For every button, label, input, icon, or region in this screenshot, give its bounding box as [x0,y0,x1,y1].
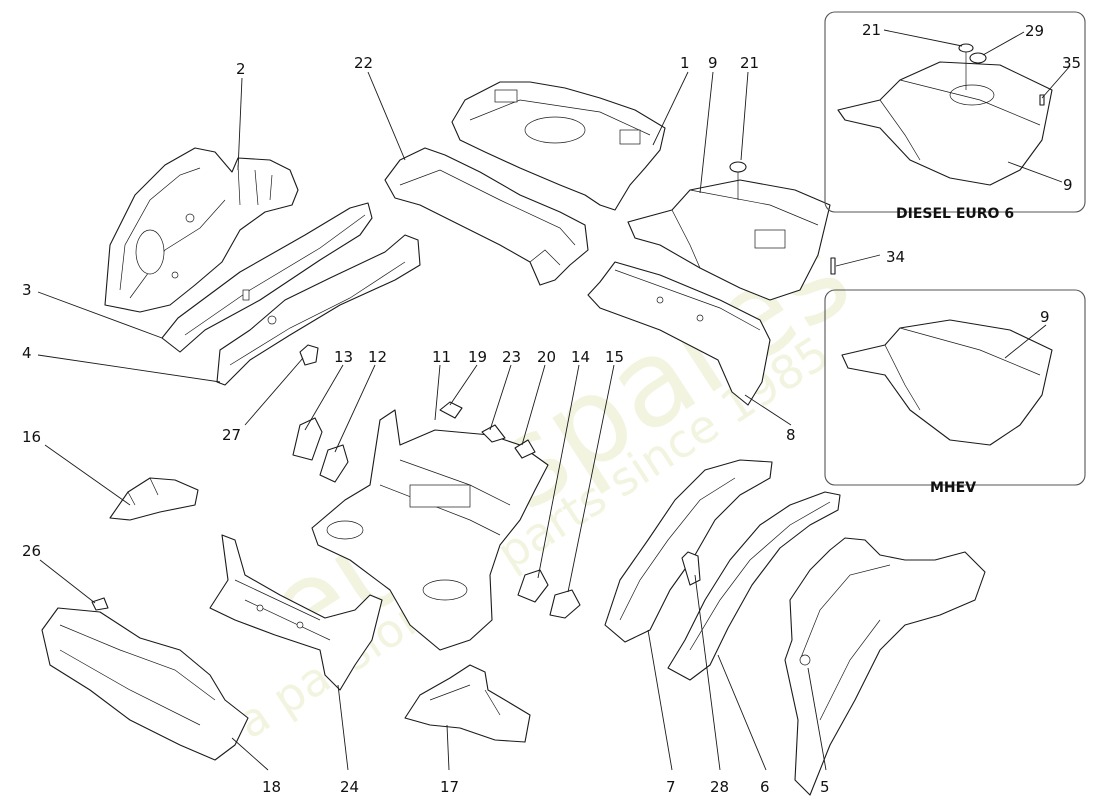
part-34-pin [830,257,836,275]
callout-24: 24 [340,778,359,796]
part-4-side-rail [216,234,421,386]
callout-23: 23 [502,348,521,366]
callout-21-diesel: 21 [862,21,881,39]
callout-1: 1 [680,54,690,72]
callout-5: 5 [820,778,830,796]
part-6-inner-arch [667,491,841,681]
callout-34: 34 [886,248,905,266]
part-19-bracket [439,401,463,419]
inset-diesel-euro6: DIESEL EURO 6 [824,11,1086,222]
part-13-bracket [292,417,323,461]
part-27-clip [299,344,319,366]
part-26-bracket [91,597,109,611]
part-5-rear-wheelhouse [784,537,986,796]
callout-15: 15 [605,348,624,366]
part-17-tunnel-bracket [404,664,531,743]
part-16-bracket [109,477,199,521]
callout-12: 12 [368,348,387,366]
part-22-cross-member [384,147,589,286]
part-21-cap [729,161,747,200]
part-8-rear-cross-member [587,261,771,406]
part-18-lower-panel [41,607,249,761]
callout-11: 11 [432,348,451,366]
callout-19: 19 [468,348,487,366]
callout-13: 13 [334,348,353,366]
callout-20: 20 [537,348,556,366]
callout-9-diesel: 9 [1063,176,1073,194]
callout-14: 14 [571,348,590,366]
part-1-rear-shelf [451,81,666,211]
callout-21-main: 21 [740,54,759,72]
callout-3: 3 [22,281,32,299]
callout-35: 35 [1062,54,1081,72]
inset-title-diesel: DIESEL EURO 6 [896,206,1014,222]
callout-9-main: 9 [708,54,718,72]
callout-16: 16 [22,428,41,446]
callout-7: 7 [666,778,676,796]
part-9-spare-wheel-tub [627,179,831,301]
part-7-wheel-arch [604,459,773,643]
leader-lines [37,29,1071,771]
part-24-center-member [209,534,383,691]
part-11-rear-floor [311,409,549,651]
callout-4: 4 [22,344,32,362]
part-14-bracket [517,569,549,603]
callout-8: 8 [786,426,796,444]
callout-18: 18 [262,778,281,796]
callout-6: 6 [760,778,770,796]
callout-29: 29 [1025,22,1044,40]
callout-28: 28 [710,778,729,796]
callout-27: 27 [222,426,241,444]
callout-26: 26 [22,542,41,560]
inset-title-mhev: MHEV [930,480,976,496]
part-3-side-rail [161,202,373,353]
callout-2: 2 [236,60,246,78]
part-12-bracket [319,444,349,483]
callout-22: 22 [354,54,373,72]
callout-9-mhev: 9 [1040,308,1050,326]
callout-numbers: 1 2 3 4 5 6 7 8 9 9 9 11 12 13 14 15 16 … [22,21,1081,796]
part-28-bracket [681,551,701,586]
part-15-bracket [549,589,581,619]
part-2-side-panel [104,147,299,313]
callout-17: 17 [440,778,459,796]
part-20-bracket [514,439,536,459]
inset-mhev: MHEV [824,289,1086,496]
